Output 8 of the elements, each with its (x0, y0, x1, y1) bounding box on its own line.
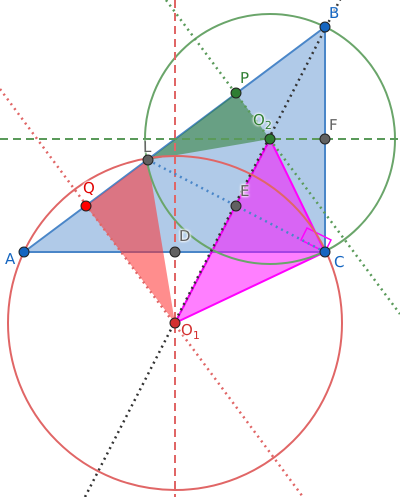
point-label: A (5, 252, 16, 267)
point-label: O$_{1}$ (181, 323, 200, 341)
point-label: C (334, 255, 344, 270)
point-label: O$_{2}$ (253, 113, 272, 131)
point-label: P (240, 71, 250, 86)
point-label: D (179, 229, 191, 244)
point-label: Q (83, 181, 95, 196)
point-label: F (329, 118, 338, 133)
